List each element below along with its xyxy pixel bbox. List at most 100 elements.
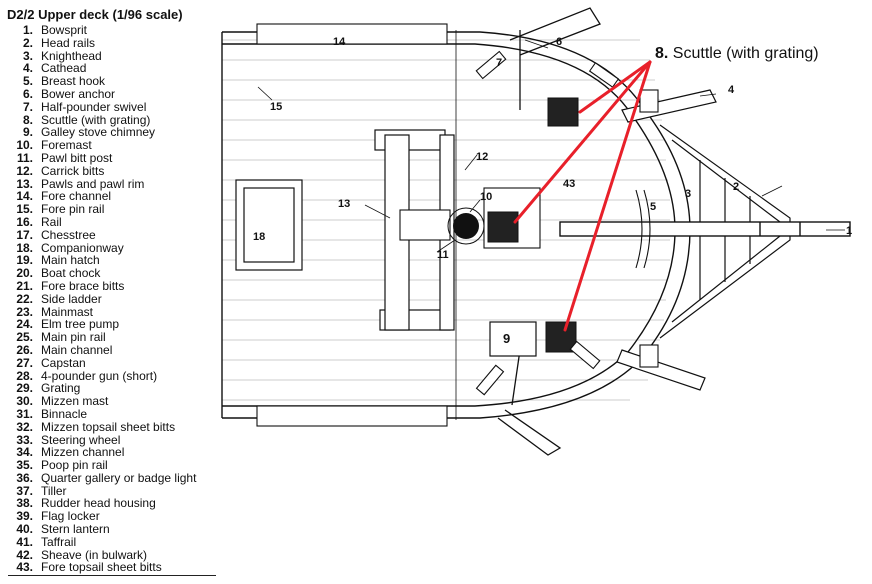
legend-item-number: 18. [16, 240, 33, 255]
legend-item-label: Elm tree pump [41, 317, 120, 332]
knighthead [635, 189, 651, 269]
legend-item: 10.Foremast [7, 139, 215, 152]
legend-item-label: Fore pin rail [41, 202, 105, 217]
legend-item-label: Main hatch [41, 253, 100, 268]
legend-item: 17.Chesstree [7, 228, 215, 242]
legend-item-label: Carrick bitts [41, 163, 105, 178]
companionway [235, 179, 303, 271]
legend-item: 32.Mizzen topsail sheet bitts [7, 419, 215, 434]
legend-item-number: 38. [16, 496, 33, 511]
legend-bottom-rule [8, 575, 216, 576]
legend-item: 16.Rail [7, 216, 215, 229]
legend-item-number: 37. [16, 483, 33, 498]
leader-lines [257, 39, 845, 253]
legend-item-label: Poop pin rail [41, 458, 108, 473]
legend-item-number: 43. [16, 560, 33, 575]
swivel-guns [475, 50, 659, 396]
legend-item-label: Galley stove chimney [41, 125, 156, 140]
legend-item-number: 33. [16, 432, 33, 447]
legend-item: 35.Poop pin rail [7, 459, 215, 472]
legend-item-number: 2. [22, 35, 33, 50]
legend-item: 27.Capstan [7, 355, 215, 370]
legend-item-label: Mizzen channel [41, 445, 125, 460]
legend-item: 5. Breast hook [7, 75, 215, 88]
legend-item-label: Fore brace bitts [41, 278, 125, 293]
legend-item-number: 12. [16, 163, 33, 178]
legend-item: 9.Galley stove chimney [7, 126, 215, 139]
legend-item-number: 15. [16, 202, 33, 217]
legend-item-label: Main channel [41, 342, 113, 357]
plan-label-5: 5 [650, 201, 656, 213]
legend-item-label: Tiller [41, 483, 67, 498]
legend-item-label: Pawls and pawl rim [41, 176, 145, 191]
plan-label-14: 14 [333, 36, 346, 48]
callout-number: 8. [655, 45, 669, 62]
legend-item-label: Bowsprit [41, 23, 88, 37]
legend-item-number: 14. [16, 189, 33, 204]
legend-item-label: Scuttle (with grating) [41, 112, 151, 127]
plan-label-6: 6 [556, 36, 562, 48]
plan-label-4: 4 [728, 84, 735, 96]
legend-item-label: Half-pounder swivel [41, 99, 147, 114]
legend-item: 39.Flag locker [7, 510, 215, 523]
catheads [616, 89, 717, 391]
plan-label-3: 3 [685, 188, 691, 200]
plan-label-9: 9 [503, 331, 510, 346]
legend-item-label: Mizzen topsail sheet bitts [41, 419, 176, 434]
legend-item: 11.Pawl bitt post [7, 152, 215, 165]
legend-item-number: 34. [16, 445, 33, 460]
legend-item: 37. Tiller [7, 483, 215, 498]
legend-item-number: 39. [16, 509, 33, 524]
legend-item: 19.Main hatch [7, 254, 215, 267]
bower-anchors [497, 7, 601, 456]
plan-label-15: 15 [270, 101, 282, 113]
legend-item: 33.Steering wheel [7, 432, 215, 447]
upper-deck-plan: 1 2 3 4 5 6 7 9 10 11 12 13 14 15 18 43 [221, 7, 852, 456]
plan-label-12: 12 [476, 151, 488, 163]
fore-channel [256, 23, 448, 427]
legend-item-label: Mainmast [41, 304, 94, 319]
legend-item-number: 16. [16, 214, 33, 229]
bowsprit [559, 221, 851, 237]
legend-item-label: Knighthead [41, 48, 102, 63]
legend-item: 13.Pawls and pawl rim [7, 176, 215, 191]
legend-item-label: Sheave (in bulwark) [41, 547, 148, 562]
legend-item: 20.Boat chock [7, 267, 215, 280]
legend-item-label: Breast hook [41, 74, 106, 89]
legend-item-number: 7. [22, 99, 33, 114]
legend-item: 31.Binnacle [7, 408, 215, 421]
callout-label: Scuttle (with grating) [672, 45, 819, 62]
legend-item-label: Binnacle [41, 406, 88, 421]
legend-item-label: Rudder head housing [41, 496, 156, 511]
plan-label-layer: 1 2 3 4 5 6 7 9 10 11 12 13 14 15 18 43 [253, 36, 852, 346]
legend-item-number: 41. [16, 534, 33, 549]
legend-item-number: 20. [16, 266, 33, 281]
plan-label-2: 2 [733, 181, 739, 193]
legend-item: 6.Bower anchor [7, 88, 215, 101]
plan-label-1: 1 [846, 225, 852, 237]
pawl-rim [399, 209, 451, 241]
legend-item: 8.Scuttle (with grating) [7, 112, 215, 127]
legend-item-label: Bower anchor [41, 86, 116, 101]
scuttle-grating [487, 97, 579, 353]
legend-item-label: Companionway [41, 240, 124, 255]
legend-item: 42.Sheave (in bulwark) [7, 547, 215, 562]
plan-label-13: 13 [338, 198, 350, 210]
legend-item: 40.Stern lantern [7, 523, 215, 536]
legend-item-number: 5. [22, 74, 33, 89]
legend-item-number: 3. [22, 48, 33, 63]
legend-item-number: 27. [16, 355, 33, 370]
legend-item-number: 21. [16, 278, 33, 293]
legend-item: 30.Mizzen mast [7, 395, 215, 408]
legend-item-label: Cathead [41, 61, 87, 76]
legend-item-label: Fore topsail sheet bitts [41, 560, 162, 575]
legend-item-number: 40. [16, 522, 33, 537]
legend-item: 22.Side ladder [7, 292, 215, 306]
legend-item: 38. Rudder head housing [7, 497, 215, 510]
legend-item-number: 10. [16, 138, 33, 153]
legend-item-label: Mizzen mast [41, 394, 109, 409]
legend-item-label: Head rails [41, 35, 96, 50]
legend-item-label: Main pin rail [41, 330, 106, 345]
